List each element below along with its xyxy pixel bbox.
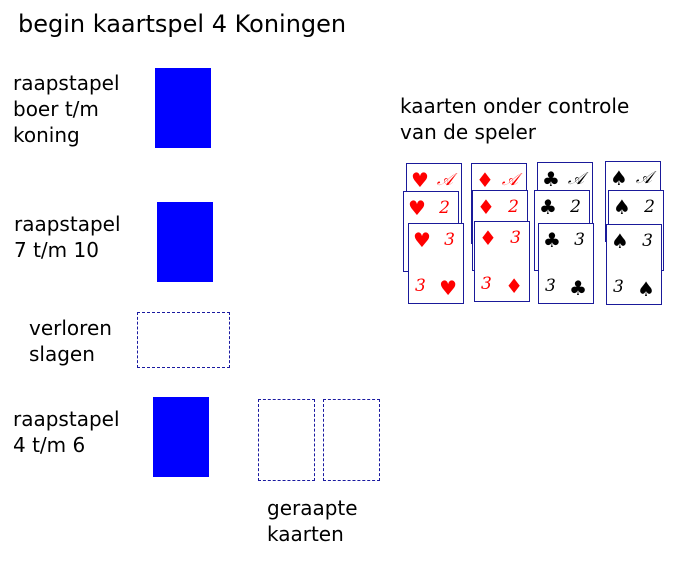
- suit-icon: ♠: [637, 277, 655, 301]
- label-drawn-cards: geraapte kaarten: [267, 496, 358, 546]
- card-rank: 𝒜: [567, 169, 584, 189]
- suit-icon: ♦: [505, 274, 523, 298]
- card-rank: 3: [481, 274, 492, 294]
- card-rank: 3: [642, 231, 653, 251]
- suit-icon: ♣: [542, 167, 560, 191]
- draw-pile-4-6[interactable]: [153, 397, 209, 477]
- suit-icon: ♠: [611, 229, 629, 253]
- suit-icon: ♦: [477, 195, 495, 219]
- card-rank: 3: [545, 276, 556, 296]
- suit-icon: ♣: [543, 228, 561, 252]
- drawn-card-slot-1[interactable]: [258, 399, 315, 481]
- card-rank: 3: [444, 230, 455, 250]
- draw-pile-jack-king[interactable]: [155, 68, 211, 148]
- suit-icon: ♠: [613, 195, 631, 219]
- drawn-card-slot-2[interactable]: [323, 399, 380, 481]
- playing-card[interactable]: ♠ 3 ♠ 3: [606, 224, 662, 305]
- card-rank: 2: [570, 197, 581, 217]
- card-rank: 3: [613, 277, 624, 297]
- label-pile-7-10: raapstapel 7 t/m 10: [14, 212, 121, 262]
- card-rank: 3: [574, 230, 585, 250]
- card-rank: 𝒜: [436, 170, 453, 190]
- card-rank: 2: [439, 198, 450, 218]
- suit-icon: ♣: [569, 276, 587, 300]
- label-player-cards: kaarten onder controle van de speler: [400, 94, 630, 144]
- label-lost-tricks: verloren slagen: [29, 316, 112, 366]
- suit-icon: ♥: [408, 196, 426, 220]
- lost-tricks-slot[interactable]: [137, 312, 230, 368]
- playing-card[interactable]: ♥ 3 ♥ 3: [408, 223, 464, 304]
- label-pile-4-6: raapstapel 4 t/m 6: [13, 407, 120, 457]
- suit-icon: ♥: [439, 276, 457, 300]
- draw-pile-7-10[interactable]: [157, 202, 213, 282]
- suit-icon: ♣: [539, 195, 557, 219]
- card-rank: 2: [644, 197, 655, 217]
- playing-card[interactable]: ♦ 3 ♦ 3: [474, 221, 530, 302]
- card-rank: 3: [415, 276, 426, 296]
- suit-icon: ♦: [479, 226, 497, 250]
- label-pile-jack-king: raapstapel boer t/m koning: [13, 71, 120, 147]
- card-rank: 3: [510, 228, 521, 248]
- suit-icon: ♥: [411, 168, 429, 192]
- card-rank: 𝒜: [635, 168, 652, 188]
- card-rank: 𝒜: [501, 170, 518, 190]
- card-rank: 2: [508, 197, 519, 217]
- suit-icon: ♠: [610, 166, 628, 190]
- playing-card[interactable]: ♣ 3 ♣ 3: [538, 223, 594, 304]
- page-title: begin kaartspel 4 Koningen: [18, 10, 347, 38]
- suit-icon: ♦: [476, 168, 494, 192]
- suit-icon: ♥: [413, 228, 431, 252]
